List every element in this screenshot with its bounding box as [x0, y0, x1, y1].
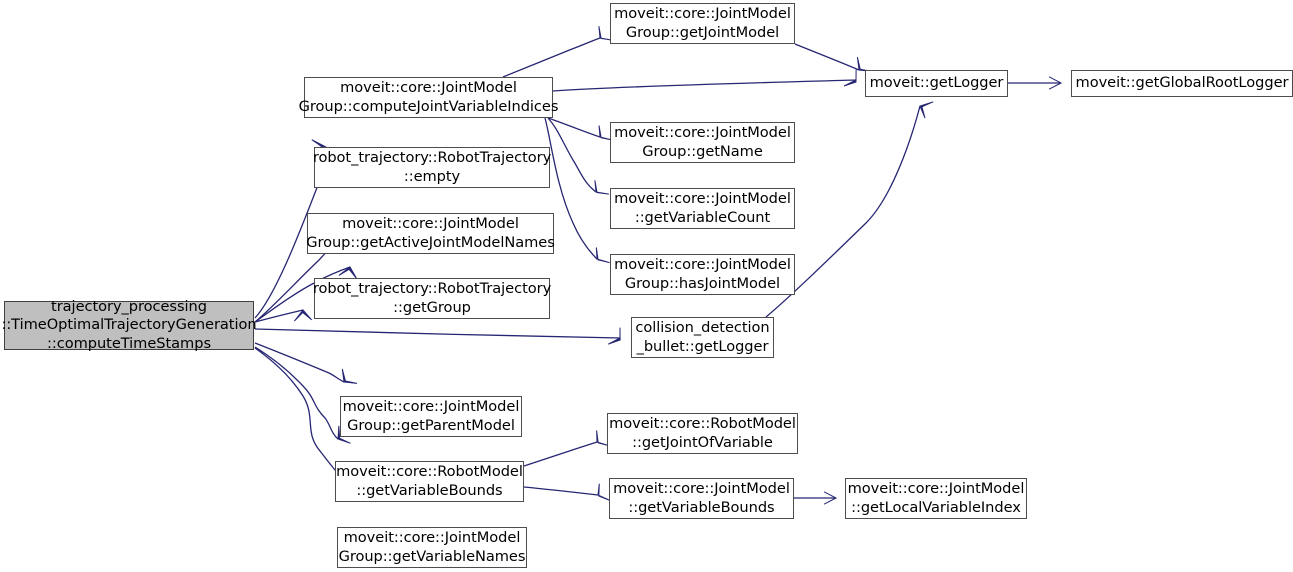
arrowhead — [823, 491, 838, 505]
edge-computeJointVariableIndices-to-getVariableCount — [547, 117, 609, 195]
graph-node-robotModelGetVariableBounds[interactable]: moveit::core::RobotModel ::getVariableBo… — [335, 461, 524, 502]
edge-jointModelGetVariableBounds-to-getLocalVariableIndex — [794, 491, 838, 505]
arrowhead — [338, 266, 357, 279]
graph-node-getLocalVariableIndex[interactable]: moveit::core::JointModel ::getLocalVaria… — [845, 478, 1027, 519]
graph-node-robotTrajectoryEmpty[interactable]: robot_trajectory::RobotTrajectory ::empt… — [313, 147, 551, 188]
graph-node-getGlobalRootLogger[interactable]: moveit::getGlobalRootLogger — [1071, 70, 1293, 97]
graph-node-getName[interactable]: moveit::core::JointModel Group::getName — [610, 122, 795, 163]
arrowhead — [595, 247, 610, 264]
edge-getJointModel-to-getLogger — [794, 43, 872, 72]
arrowhead — [598, 26, 613, 41]
edge-robotModelGetVariableBounds-to-jointModelGetVariableBounds — [523, 483, 611, 501]
graph-node-getJointModel[interactable]: moveit::core::JointModel Group::getJoint… — [610, 3, 795, 44]
arrowhead — [337, 425, 351, 444]
graph-node-getLogger[interactable]: moveit::getLogger — [865, 70, 1008, 97]
arrowhead — [1048, 76, 1063, 90]
arrowhead — [294, 309, 313, 322]
edge-root-to-bulletGetLogger — [254, 327, 621, 345]
graph-node-root[interactable]: trajectory_processing ::TimeOptimalTraje… — [1, 297, 257, 352]
arrowhead — [597, 483, 611, 501]
graph-node-getActiveJointModelNames[interactable]: moveit::core::JointModel Group::getActiv… — [306, 213, 555, 254]
arrowhead — [598, 125, 613, 141]
edge-robotModelGetVariableBounds-to-getJointOfVariable — [523, 430, 610, 467]
graph-node-jointModelGetVariableBounds[interactable]: moveit::core::JointModel ::getVariableBo… — [609, 478, 794, 519]
graph-node-getJointOfVariable[interactable]: moveit::core::RobotModel ::getJointOfVar… — [607, 413, 798, 454]
graph-node-hasJointModel[interactable]: moveit::core::JointModel Group::hasJoint… — [610, 254, 795, 295]
edge-computeJointVariableIndices-to-getJointModel — [502, 26, 613, 78]
edge-computeJointVariableIndices-to-getLogger — [552, 69, 857, 92]
graph-node-getParentModel[interactable]: moveit::core::JointModel Group::getParen… — [340, 396, 522, 437]
edge-root-to-getParentModel — [254, 342, 358, 384]
edge-root-to-robotModelGetVariableBounds — [254, 346, 351, 444]
edge-computeJointVariableIndices-to-hasJointModel — [544, 117, 610, 264]
graph-node-getVariableCount[interactable]: moveit::core::JointModel ::getVariableCo… — [610, 188, 795, 229]
arrowhead — [594, 180, 609, 195]
edge-getLogger-to-getGlobalRootLogger — [1008, 76, 1063, 90]
graph-node-computeJointVariableIndices[interactable]: moveit::core::JointModel Group::computeJ… — [299, 77, 558, 118]
edge-root-to-robotTrajectoryGetGroup — [254, 309, 313, 323]
graph-node-bulletGetLogger[interactable]: collision_detection _bullet::getLogger — [631, 317, 774, 358]
graph-node-getVariableNames[interactable]: moveit::core::JointModel Group::getVaria… — [337, 527, 527, 568]
arrowhead — [607, 327, 621, 345]
graph-node-robotTrajectoryGetGroup[interactable]: robot_trajectory::RobotTrajectory ::getG… — [313, 278, 551, 319]
arrowhead — [843, 69, 857, 87]
arrowhead — [596, 430, 610, 447]
arrowhead — [919, 101, 934, 119]
edge-computeJointVariableIndices-to-getName — [547, 117, 613, 141]
arrowhead — [341, 368, 358, 384]
